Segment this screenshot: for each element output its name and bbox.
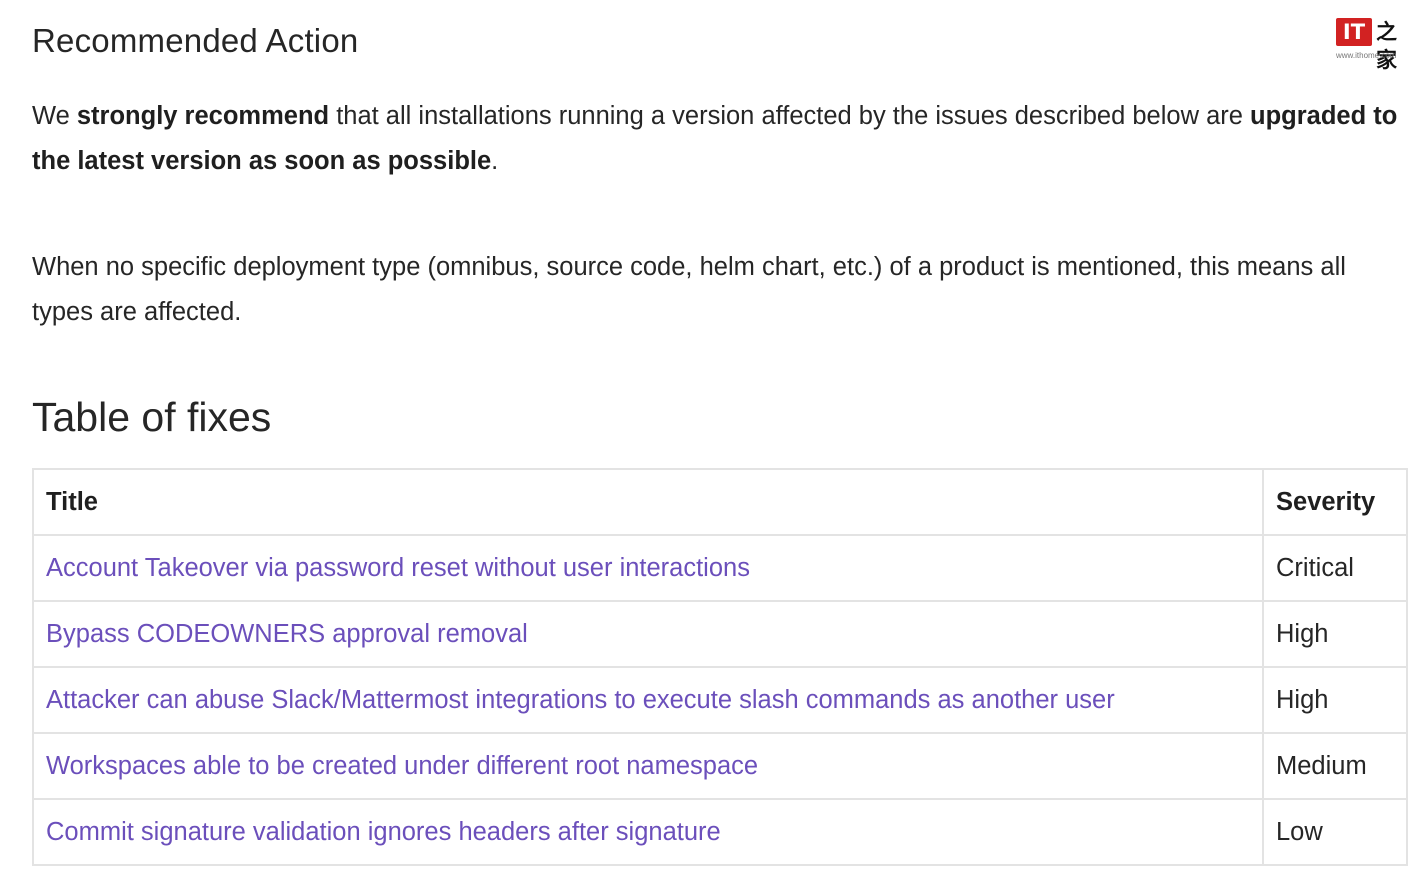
severity-cell: High [1262,666,1408,734]
recommendation-paragraph: We strongly recommend that all installat… [32,94,1408,184]
paragraph-text: We [32,102,77,130]
severity-cell: Critical [1262,534,1408,602]
table-row: Commit signature validation ignores head… [32,798,1408,866]
logo-url: www.ithome.com [1336,51,1397,60]
title-cell: Workspaces able to be created under diff… [32,732,1264,800]
paragraph-text: that all installations running a version… [329,102,1251,130]
title-cell: Bypass CODEOWNERS approval removal [32,600,1264,668]
fix-link[interactable]: Workspaces able to be created under diff… [46,751,759,780]
fix-link[interactable]: Commit signature validation ignores head… [46,817,721,846]
fix-link[interactable]: Attacker can abuse Slack/Mattermost inte… [46,685,1115,714]
column-header-title: Title [32,468,1264,536]
title-cell: Attacker can abuse Slack/Mattermost inte… [32,666,1264,734]
section-title: Recommended Action [32,22,359,59]
paragraph-emphasis: strongly recommend [76,102,330,130]
title-cell: Account Takeover via password reset with… [32,534,1264,602]
logo-wordmark: 之家 [1376,20,1397,72]
fix-link[interactable]: Bypass CODEOWNERS approval removal [46,619,528,648]
table-row: Attacker can abuse Slack/Mattermost inte… [32,666,1408,734]
table-row: Workspaces able to be created under diff… [32,732,1408,800]
paragraph-text: . [491,147,499,175]
table-header-row: Title Severity [32,468,1408,536]
table-heading: Table of fixes [32,394,272,440]
severity-cell: Low [1262,798,1408,866]
ithome-watermark-logo: IT 之家 www.ithome.com [1336,18,1410,72]
fixes-table: Title Severity Account Takeover via pass… [32,468,1408,866]
severity-cell: Medium [1262,732,1408,800]
column-header-severity: Severity [1262,468,1408,536]
title-cell: Commit signature validation ignores head… [32,798,1264,866]
severity-cell: High [1262,600,1408,668]
logo-mark: IT [1336,18,1372,46]
table-row: Bypass CODEOWNERS approval removal High [32,600,1408,668]
fix-link[interactable]: Account Takeover via password reset with… [46,553,750,582]
table-row: Account Takeover via password reset with… [32,534,1408,602]
paragraph-emphasis: upgraded to the latest version as soon a… [32,102,1398,175]
deployment-note-paragraph: When no specific deployment type (omnibu… [32,253,1346,326]
